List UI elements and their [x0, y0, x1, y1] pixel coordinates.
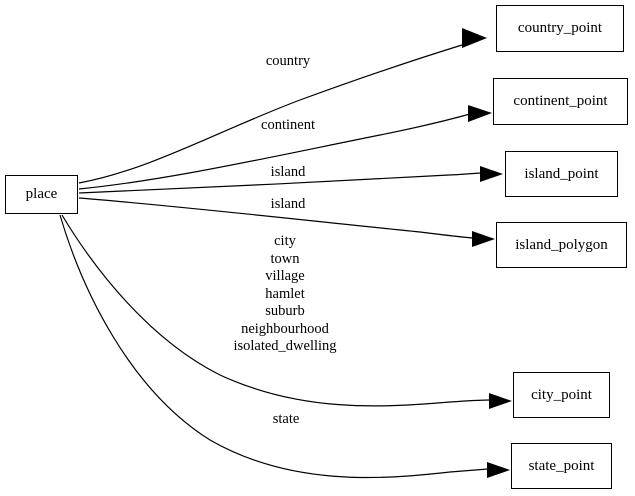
node-label: island_point	[524, 165, 599, 182]
arrowhead-icon	[472, 231, 495, 247]
arrowhead-icon	[468, 105, 492, 122]
edge-label-place-to-continent_point: continent	[261, 117, 315, 133]
node-island_polygon[interactable]: island_polygon	[496, 222, 627, 268]
edge-line	[78, 113, 471, 190]
node-state_point[interactable]: state_point	[511, 443, 612, 489]
arrowhead-icon	[489, 393, 512, 409]
edges-group	[59, 44, 491, 479]
node-country_point[interactable]: country_point	[496, 5, 624, 52]
node-label: island_polygon	[515, 236, 608, 253]
edge-line	[78, 44, 463, 184]
edge-line	[78, 197, 474, 239]
node-place[interactable]: place	[5, 175, 78, 214]
edge-label-place-to-island_polygon: island	[270, 196, 306, 212]
edge-line	[78, 172, 482, 194]
node-label: place	[25, 186, 58, 202]
node-continent_point[interactable]: continent_point	[493, 78, 628, 125]
arrowhead-icon	[462, 28, 487, 48]
arrowhead-icon	[487, 462, 510, 478]
edge-label-place-to-country_point: country	[265, 53, 311, 69]
edge-line	[59, 214, 489, 479]
node-city_point[interactable]: city_point	[513, 372, 610, 418]
node-label: city_point	[531, 386, 592, 403]
edge-label-place-to-city_point: city town village hamlet suburb neighbou…	[233, 233, 337, 354]
edge-label-place-to-island_point: island	[270, 164, 306, 180]
arrowhead-icon	[480, 166, 503, 182]
node-label: continent_point	[513, 93, 608, 109]
arrowheads-group	[462, 28, 512, 478]
node-label: country_point	[517, 20, 603, 36]
edge-label-place-to-state_point: state	[272, 411, 300, 427]
node-label: state_point	[528, 457, 595, 474]
node-island_point[interactable]: island_point	[505, 151, 618, 197]
edge-line	[61, 214, 491, 407]
